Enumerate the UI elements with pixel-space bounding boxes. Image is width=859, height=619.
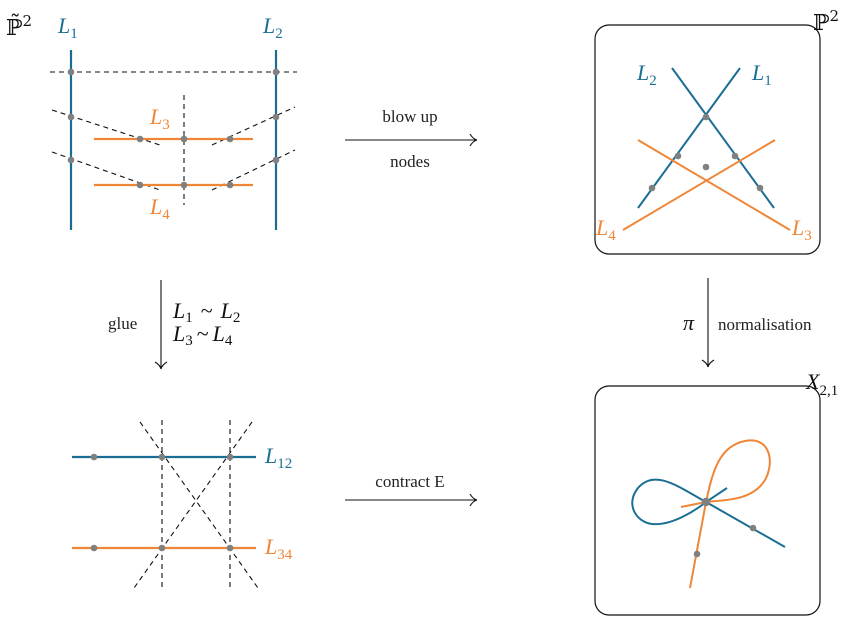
intersection-points [67, 68, 280, 189]
point [158, 544, 166, 552]
point [67, 113, 75, 121]
node-points [648, 113, 764, 192]
point [226, 135, 234, 143]
p2-label: ℙ2 [813, 7, 839, 36]
line-l2 [671, 67, 775, 209]
point [674, 152, 682, 160]
point [136, 135, 144, 143]
point [272, 156, 280, 164]
point [693, 550, 701, 558]
point [272, 113, 280, 121]
point [226, 453, 234, 461]
plane-panel: ℙ2 L2 L1 L4 L3 [594, 7, 839, 255]
point [731, 152, 739, 160]
glue-label: glue [108, 314, 137, 333]
glue-relation-l1-l2: L1~L2 [172, 298, 240, 326]
l1-label: L1 [751, 60, 772, 89]
glued-panel: L12 L34 [72, 420, 293, 589]
plane-frame [594, 24, 821, 255]
points [693, 497, 757, 558]
l4-label: L4 [595, 215, 616, 244]
glue-arrow: glue L1~L2 L3~L4 [108, 280, 240, 370]
x21-label: X2,1 [805, 369, 838, 399]
l34-label: L34 [264, 534, 293, 563]
exceptional-curve [133, 421, 253, 589]
point [749, 524, 757, 532]
l1-label: L1 [57, 13, 78, 42]
curve-l34 [680, 439, 771, 589]
point [702, 163, 710, 171]
point [90, 544, 98, 552]
exceptional-curve [211, 106, 296, 146]
l4-label: L4 [149, 194, 170, 223]
nodes-label: nodes [390, 152, 430, 171]
glue-relation-l3-l4: L3~L4 [172, 321, 233, 349]
exceptional-curves [133, 420, 259, 589]
line-l1 [637, 67, 741, 209]
point [226, 544, 234, 552]
point [756, 184, 764, 192]
curve-l12 [631, 478, 786, 548]
singular-point [701, 497, 711, 507]
blown-up-plane-panel: ℙ̃2 L1 L2 L3 L4 [6, 12, 297, 230]
point [702, 113, 710, 121]
point [67, 68, 75, 76]
point [226, 181, 234, 189]
l3-label: L3 [791, 215, 812, 244]
p2-tilde-label: ℙ̃2 [6, 12, 32, 41]
contract-label: contract E [375, 472, 444, 491]
pi-label: π [683, 310, 695, 335]
line-l4 [622, 139, 776, 231]
l2-label: L2 [636, 60, 657, 89]
exceptional-curve [139, 421, 259, 589]
l12-label: L12 [264, 443, 292, 472]
point [180, 181, 188, 189]
point [648, 184, 656, 192]
l3-label: L3 [149, 104, 170, 133]
x21-panel: X2,1 [594, 369, 838, 616]
point [136, 181, 144, 189]
points [90, 453, 234, 552]
l2-label: L2 [262, 13, 283, 42]
point [272, 68, 280, 76]
exceptional-curve [211, 149, 296, 191]
line-l3 [637, 139, 791, 231]
x21-frame [594, 385, 821, 616]
blow-up-arrow: blow up nodes [345, 107, 478, 171]
normalisation-arrow: π normalisation [683, 278, 812, 368]
point [67, 156, 75, 164]
point [180, 135, 188, 143]
point [90, 453, 98, 461]
contract-arrow: contract E [345, 472, 478, 507]
point [158, 453, 166, 461]
blow-up-label: blow up [382, 107, 437, 126]
normalisation-label: normalisation [718, 315, 812, 334]
